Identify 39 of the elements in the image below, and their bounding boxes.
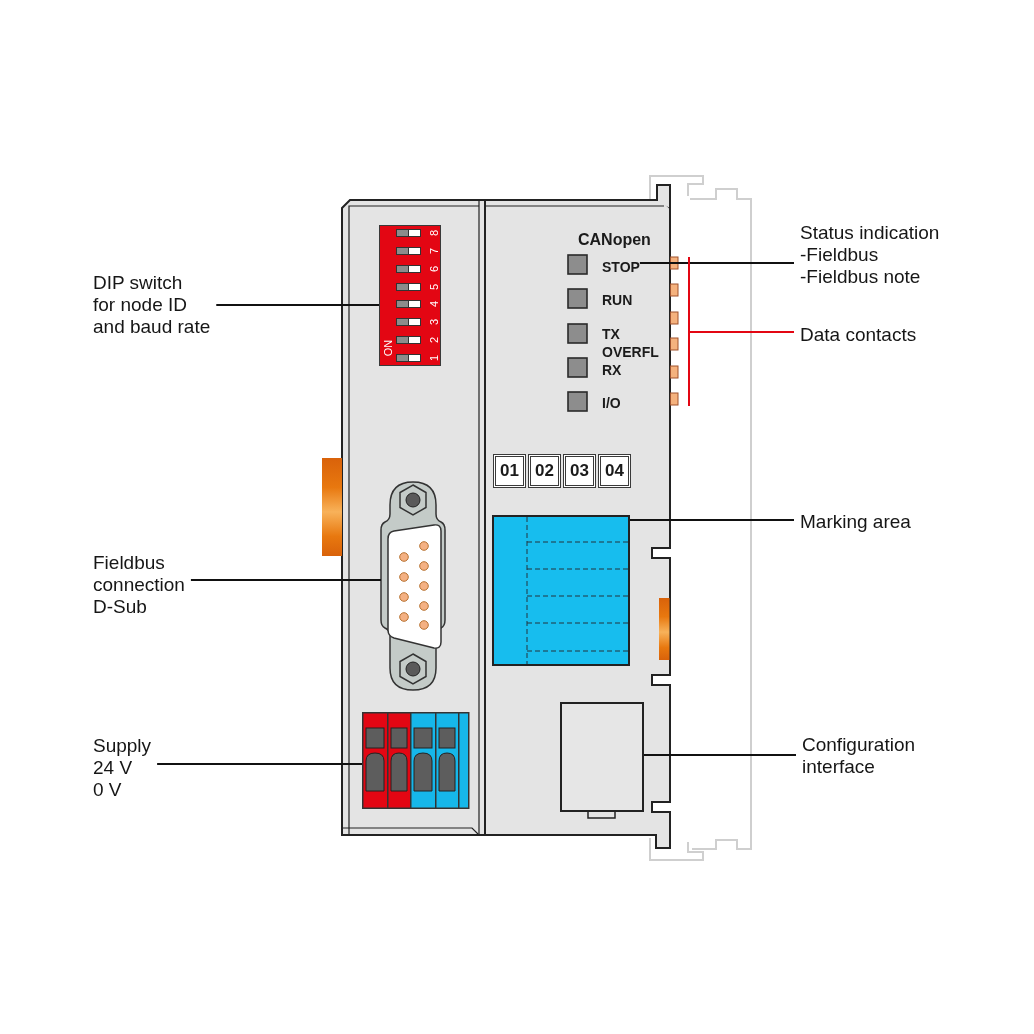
leader-line: [156, 763, 363, 765]
led-label: I/O: [602, 395, 621, 411]
spring-terminal-block: [362, 712, 469, 809]
led-label: RX: [602, 362, 622, 378]
switch-label: ON: [382, 339, 394, 357]
switch-number: 3: [428, 318, 440, 326]
dip-switch: [379, 225, 441, 366]
marker-tag: 04: [598, 454, 631, 488]
led-label: TX: [602, 326, 620, 342]
callout-label: Data contacts: [800, 324, 917, 346]
callout-label: Configuration interface: [802, 734, 916, 778]
leader-line: [215, 304, 380, 306]
switch-number: 8: [428, 229, 440, 237]
leader-line: [189, 579, 382, 581]
leader-line: [638, 262, 795, 264]
led-label: RUN: [602, 292, 633, 308]
callout-label: Fieldbus connection D-Sub: [93, 552, 185, 618]
switch-number: 5: [428, 283, 440, 291]
leader-line: [688, 256, 795, 407]
port-cover: [560, 702, 644, 812]
marking-area: [492, 515, 630, 666]
leader-line: [629, 519, 795, 521]
data-contacts: [670, 256, 679, 406]
callout-label: DIP switch for node ID and baud rate: [93, 272, 211, 338]
marker-tag: 02: [528, 454, 561, 488]
leader-line: [643, 754, 797, 756]
led-label: OVERFL: [602, 344, 659, 360]
callout-label: Supply 24 V 0 V: [93, 735, 152, 801]
marker-tag: 03: [563, 454, 596, 488]
switch-number: 1: [428, 354, 440, 362]
switch-number: 6: [428, 265, 440, 273]
panel-heading: CANopen: [578, 231, 651, 249]
callout-label: Status indication -Fieldbus -Fieldbus note: [800, 222, 940, 288]
callout-label: Marking area: [800, 511, 911, 533]
marker-tag: 01: [493, 454, 526, 488]
switch-number: 2: [428, 336, 440, 344]
switch-number: 7: [428, 247, 440, 255]
switch-number: 4: [428, 300, 440, 308]
led-label: STOP: [602, 259, 640, 275]
